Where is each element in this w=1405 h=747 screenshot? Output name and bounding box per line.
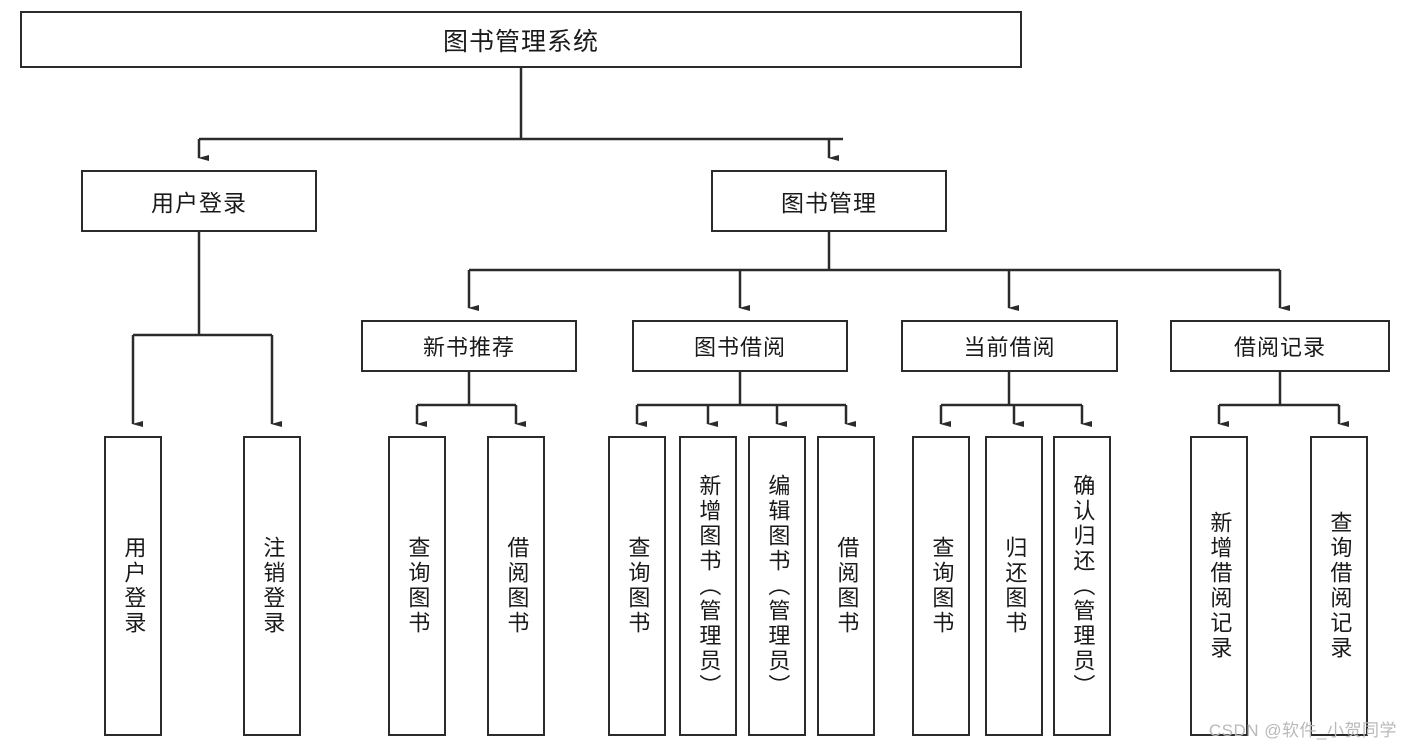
node-leaf-logout[interactable]: 注销登录 <box>243 436 301 736</box>
node-book-management[interactable]: 图书管理 <box>711 170 947 232</box>
node-leaf-user-login[interactable]: 用户登录 <box>104 436 162 736</box>
node-label: 查询图书 <box>405 536 431 636</box>
node-label: 新增借阅记录 <box>1207 511 1233 661</box>
node-label: 查询图书 <box>625 536 651 636</box>
node-user-login[interactable]: 用户登录 <box>81 170 317 232</box>
node-leaf-borrow-book-newbook[interactable]: 借阅图书 <box>487 436 545 736</box>
watermark-credit: CSDN @软件_小贺同学 <box>1208 721 1397 740</box>
node-leaf-return-book[interactable]: 归还图书 <box>985 436 1043 736</box>
node-label: 注销登录 <box>260 536 286 636</box>
node-book-borrow[interactable]: 图书借阅 <box>632 320 848 372</box>
node-current-borrow[interactable]: 当前借阅 <box>901 320 1118 372</box>
node-new-book-recommend[interactable]: 新书推荐 <box>361 320 577 372</box>
node-label: 用户登录 <box>121 536 147 636</box>
node-label: 确认归还（管理员） <box>1070 473 1096 699</box>
node-label: 归还图书 <box>1002 536 1028 636</box>
node-leaf-borrow-book[interactable]: 借阅图书 <box>817 436 875 736</box>
node-label: 借阅记录 <box>1233 335 1326 360</box>
node-root-system[interactable]: 图书管理系统 <box>20 11 1022 68</box>
node-label: 图书借阅 <box>693 335 786 360</box>
node-leaf-confirm-return-admin[interactable]: 确认归还（管理员） <box>1053 436 1111 736</box>
node-label: 新书推荐 <box>422 335 515 360</box>
node-leaf-add-borrow-record[interactable]: 新增借阅记录 <box>1190 436 1248 736</box>
node-label: 查询图书 <box>929 536 955 636</box>
node-leaf-edit-book-admin[interactable]: 编辑图书（管理员） <box>748 436 806 736</box>
node-label: 借阅图书 <box>504 536 530 636</box>
node-label: 编辑图书（管理员） <box>765 473 791 699</box>
node-label: 查询借阅记录 <box>1327 511 1353 661</box>
node-label: 图书管理系统 <box>442 27 599 56</box>
node-label: 当前借阅 <box>963 335 1056 360</box>
node-label: 图书管理 <box>781 190 877 216</box>
node-leaf-query-book-borrow[interactable]: 查询图书 <box>608 436 666 736</box>
node-label: 新增图书（管理员） <box>696 473 722 699</box>
node-label: 用户登录 <box>151 190 247 216</box>
node-borrow-record[interactable]: 借阅记录 <box>1170 320 1390 372</box>
node-leaf-add-book-admin[interactable]: 新增图书（管理员） <box>679 436 737 736</box>
node-leaf-query-borrow-record[interactable]: 查询借阅记录 <box>1310 436 1368 736</box>
node-leaf-query-book-current[interactable]: 查询图书 <box>912 436 970 736</box>
node-label: 借阅图书 <box>834 536 860 636</box>
node-leaf-query-book-newbook[interactable]: 查询图书 <box>388 436 446 736</box>
